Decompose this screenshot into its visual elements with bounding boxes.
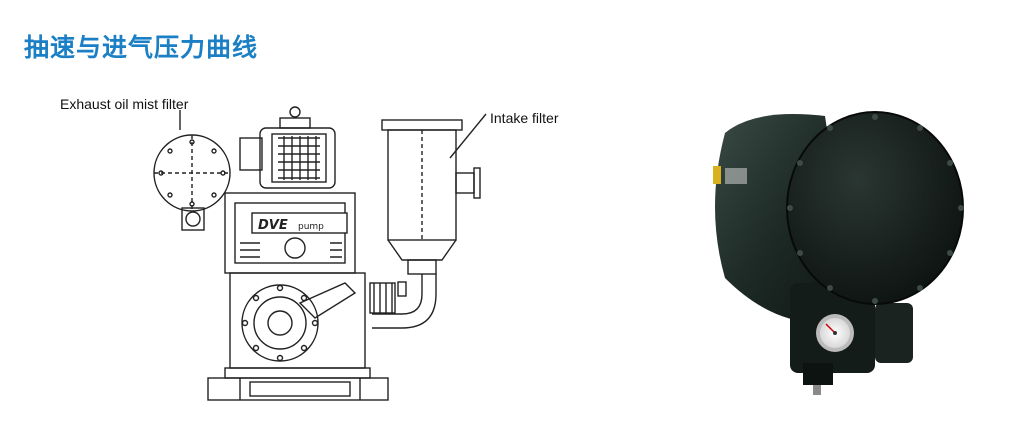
filter-end-face — [786, 111, 964, 305]
page-title: 抽速与进气压力曲线 — [24, 33, 259, 62]
pump-base — [207, 377, 389, 401]
intake-filter-top-flange — [381, 119, 463, 131]
exhaust-filter-label: Exhaust oil mist filter — [60, 96, 189, 112]
lower-housing — [229, 272, 366, 369]
motor-body — [259, 127, 336, 189]
intake-filter-label: Intake filter — [490, 110, 559, 126]
pump-line-drawing: DVE pump — [153, 106, 487, 401]
filter-product-photo — [713, 111, 964, 395]
drawing-brand-sub: pump — [298, 222, 324, 232]
drawing-brand: DVE — [258, 218, 288, 233]
